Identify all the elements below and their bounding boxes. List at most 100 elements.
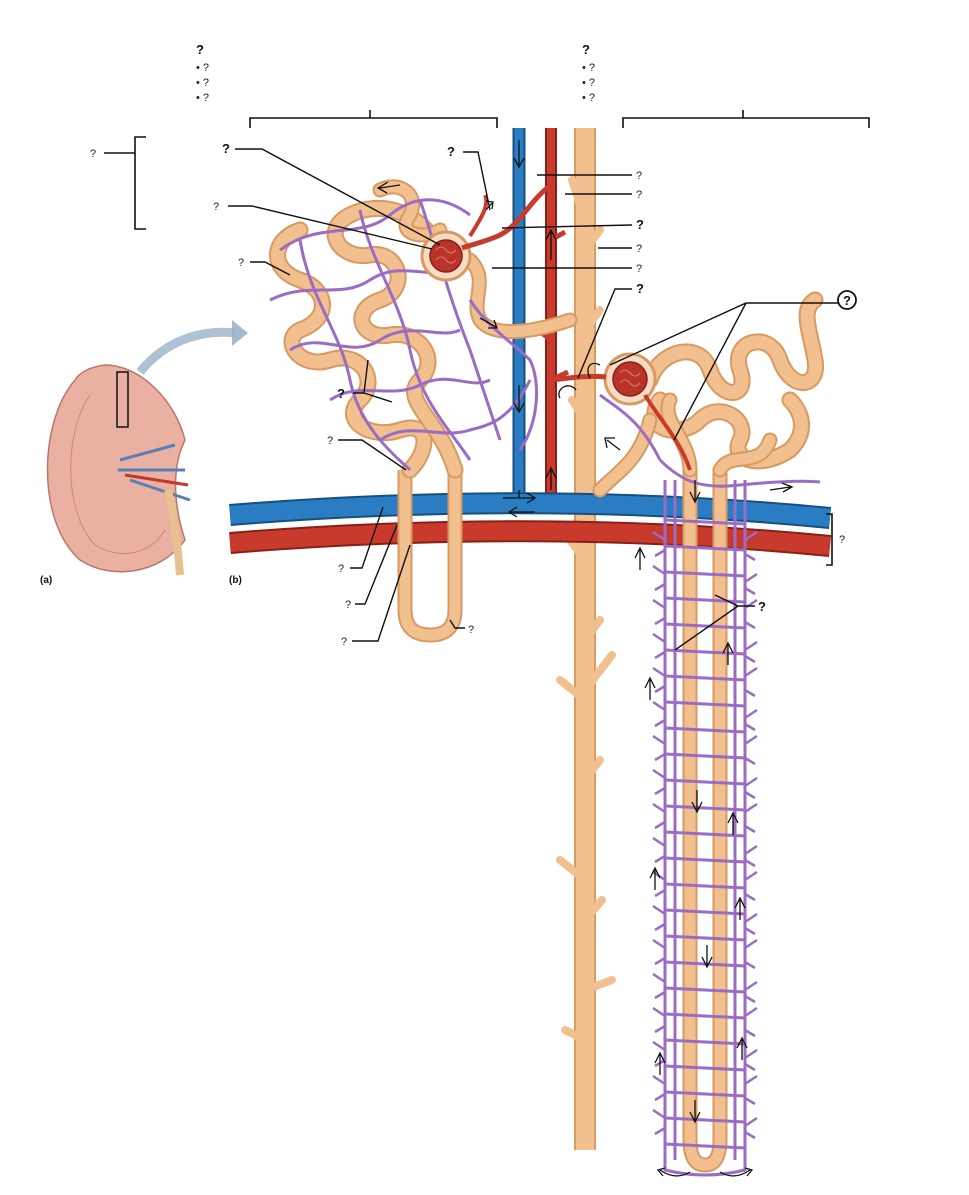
vasa-recta-branches bbox=[652, 530, 758, 1140]
label-loop-1: ? bbox=[338, 563, 344, 575]
label-vessel-4: ? bbox=[636, 243, 642, 255]
vasa-recta-rung bbox=[664, 726, 746, 734]
vasa-recta-branch bbox=[744, 1074, 758, 1106]
vasa-recta-branch bbox=[652, 972, 666, 1000]
vasa-recta-rung bbox=[664, 700, 746, 708]
vasa-recta-branch bbox=[744, 708, 758, 732]
vasa-recta-branch bbox=[652, 836, 666, 864]
label-circled: ? bbox=[843, 293, 851, 308]
glomerulus-right bbox=[612, 361, 648, 397]
vasa-recta-rung bbox=[664, 882, 746, 890]
group-title-left: ? bbox=[196, 42, 204, 57]
vasa-recta-rung bbox=[664, 544, 746, 552]
label-dct-left: ? bbox=[327, 435, 333, 447]
label-loop-2: ? bbox=[345, 599, 351, 611]
labels: ? ? ? ? ? ? ? ? ? ? ? ? ? ? ? ? ? ? ? ? bbox=[90, 141, 857, 648]
collecting-duct bbox=[556, 128, 616, 1150]
label-loop-3: ? bbox=[341, 636, 347, 648]
label-vessel-2: ? bbox=[636, 189, 642, 201]
juxtamedullary-nephron-label-group: ? • ? • ? • ? bbox=[582, 42, 870, 128]
vasa-recta-branch bbox=[652, 632, 666, 660]
vasa-recta-branch bbox=[652, 938, 666, 966]
vasa-recta-branch bbox=[744, 776, 758, 800]
leader-lines bbox=[104, 136, 838, 651]
vasa-recta-rung bbox=[664, 570, 746, 578]
vasa-recta-rung bbox=[664, 830, 746, 838]
circled-label-ring bbox=[837, 290, 857, 310]
vasa-recta-branch bbox=[744, 1006, 758, 1038]
vasa-recta-branch bbox=[744, 844, 758, 868]
kidney-thumbnail bbox=[46, 320, 248, 576]
vasa-recta-branch bbox=[652, 802, 666, 830]
vasa-recta-branch bbox=[652, 1108, 666, 1136]
vasa-recta-rung bbox=[664, 986, 746, 994]
vasa-recta-rung bbox=[664, 804, 746, 812]
vasa-recta-branch bbox=[744, 598, 758, 630]
efferent-arteriole-left bbox=[468, 194, 489, 238]
vasa-recta-branch bbox=[744, 980, 758, 1004]
vasa-recta-branch bbox=[744, 1116, 758, 1140]
zoom-arrow bbox=[136, 327, 236, 375]
vasa-recta-branch bbox=[652, 1006, 666, 1034]
bracket-left-top bbox=[249, 110, 498, 128]
group-item-left-3: • ? bbox=[196, 92, 209, 104]
vasa-recta-rung bbox=[664, 752, 746, 760]
label-vessel-1: ? bbox=[636, 170, 642, 182]
vasa-recta-rung bbox=[664, 1064, 746, 1072]
vasa-recta-rungs bbox=[664, 518, 746, 1150]
group-item-right-3: • ? bbox=[582, 92, 595, 104]
vasa-recta-branch bbox=[652, 700, 666, 728]
vasa-recta-rung bbox=[664, 648, 746, 656]
vasa-recta-rung bbox=[664, 856, 746, 864]
panel-label-b: (b) bbox=[229, 575, 242, 586]
afferent-arteriole-right bbox=[550, 373, 607, 383]
group-item-right-1: • ? bbox=[582, 62, 595, 74]
vasa-recta-rung bbox=[664, 934, 746, 942]
label-loop-bend: ? bbox=[468, 624, 474, 636]
label-vessel-6: ? bbox=[636, 281, 644, 296]
vasa-recta-branch bbox=[744, 666, 758, 698]
vasa-recta-rung bbox=[664, 1142, 746, 1150]
cortical-nephron bbox=[269, 179, 578, 643]
interlobular-artery bbox=[536, 128, 570, 500]
label-pct-left: ? bbox=[238, 257, 244, 269]
vasa-recta-branch bbox=[744, 530, 758, 562]
vasa-recta-rung bbox=[664, 622, 746, 630]
vasa-recta-rung bbox=[664, 778, 746, 786]
glomerulus-left bbox=[429, 239, 463, 273]
vasa-recta bbox=[599, 393, 821, 1177]
vasa-recta-branch bbox=[744, 572, 758, 596]
juxtamedullary-nephron bbox=[550, 291, 824, 1177]
group-item-left-1: • ? bbox=[196, 62, 209, 74]
vasa-recta-rung bbox=[664, 1012, 746, 1020]
vasa-recta-rung bbox=[664, 908, 746, 916]
afferent-arteriole-left bbox=[461, 182, 553, 251]
vasa-recta-rung bbox=[664, 1090, 746, 1098]
selection-box bbox=[116, 371, 129, 428]
label-vasa-recta: ? bbox=[758, 599, 766, 614]
vasa-recta-branch bbox=[744, 938, 758, 970]
vasa-recta-branch bbox=[744, 1048, 758, 1072]
vasa-recta-rung bbox=[664, 674, 746, 682]
vasa-recta-branch bbox=[744, 912, 758, 936]
vasa-recta-rung bbox=[664, 1116, 746, 1124]
cortical-nephron-label-group: ? • ? • ? • ? bbox=[196, 42, 498, 128]
vasa-recta-branch bbox=[652, 904, 666, 932]
label-arcuate-bracket: ? bbox=[839, 534, 845, 546]
vasa-recta-branch bbox=[652, 564, 666, 592]
label-vessel-3: ? bbox=[636, 217, 644, 232]
panel-label-a: (a) bbox=[40, 575, 52, 586]
efferent-arteriole-right bbox=[643, 393, 692, 471]
vasa-recta-branch bbox=[652, 598, 666, 626]
label-region-bracket-left: ? bbox=[90, 148, 96, 160]
vasa-recta-branch bbox=[744, 734, 758, 766]
label-vessel-5: ? bbox=[636, 263, 642, 275]
vasa-recta-branch bbox=[744, 802, 758, 834]
vasa-recta-rung bbox=[664, 518, 746, 526]
bracket-right-top bbox=[622, 110, 870, 128]
vasa-recta-branch bbox=[744, 870, 758, 902]
vasa-recta-branch bbox=[652, 768, 666, 796]
vasa-recta-branch bbox=[652, 666, 666, 694]
label-peritubular-left: ? bbox=[337, 386, 345, 401]
